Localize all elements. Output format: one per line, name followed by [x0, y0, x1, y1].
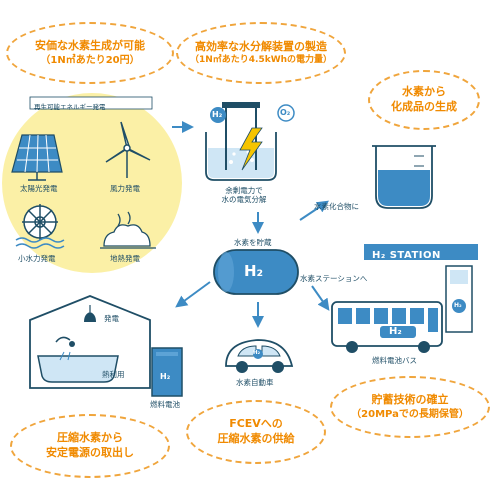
station-pump-label: H₂	[454, 302, 462, 309]
geothermal-icon	[100, 211, 156, 249]
arrow-to-chemicals	[299, 200, 329, 221]
hydro-label: 小水力発電	[18, 254, 56, 263]
car-label: H₂	[253, 350, 261, 356]
electrolyzer-caption-line1: 余剰電力で	[225, 186, 263, 195]
hydrogen-car-icon	[225, 339, 294, 373]
house-power-label: 発電	[104, 314, 119, 323]
bubble-chemicals-line2: 化成品の生成	[391, 100, 457, 113]
electrolyzer-o2-badge: O₂	[280, 108, 291, 117]
bubble-fcev-line1: FCEVへの	[229, 417, 283, 431]
storage-caption: 水素を貯蔵	[234, 238, 272, 247]
fuel-cell-icon	[151, 347, 183, 397]
station-caption: 水素ステーションへ	[300, 274, 368, 283]
fuel-cell-bus-icon	[331, 301, 443, 353]
car-caption: 水素自動車	[236, 378, 274, 387]
geothermal-label: 地熱発電	[110, 254, 140, 263]
bubble-electrolysis-line1: 高効率な水分解装置の製造	[195, 39, 327, 53]
bubble-stable-power-line1: 圧縮水素から	[57, 431, 123, 445]
house-icon	[29, 295, 151, 389]
h2-station-icon	[364, 244, 478, 333]
bus-label: H₂	[389, 326, 402, 337]
bubble-cheap-production-line2: （1N㎥あたり20円）	[40, 54, 140, 66]
bus-caption: 燃料電池バス	[372, 356, 417, 365]
chemical-container-icon	[372, 145, 436, 209]
tank-label: H₂	[244, 262, 264, 280]
electrolyzer-h2-badge: H₂	[212, 110, 223, 119]
renewables-title: 再生可能エネルギー発電	[34, 103, 106, 111]
hydrogen-tank-icon	[213, 249, 299, 295]
bubble-fcev-line2: 圧縮水素の供給	[217, 432, 295, 445]
house-heat-label: 熱利用	[102, 370, 125, 379]
electrolyzer-caption: 余剰電力で 水の電気分解	[212, 186, 276, 205]
water-wheel-icon	[15, 204, 65, 249]
bubble-chemicals: 水素から 化成品の生成	[368, 70, 480, 130]
station-sign: H₂ STATION	[372, 250, 441, 261]
bubble-stable-power-line2: 安定電源の取出し	[46, 446, 134, 459]
wind-label: 風力発電	[110, 184, 140, 193]
renewables-title-box	[29, 96, 153, 110]
bubble-cheap-production: 安価な水素生成が可能 （1N㎥あたり20円）	[6, 22, 174, 84]
bubble-storage-tech-line1: 貯蓄技術の確立	[371, 392, 449, 406]
fuel-cell-label: 燃料電池	[150, 400, 180, 409]
bubble-stable-power: 圧縮水素から 安定電源の取出し	[10, 414, 170, 478]
electrolyzer-icon	[205, 102, 295, 181]
bubble-chemicals-line1: 水素から	[402, 85, 446, 99]
solar-label: 太陽光発電	[20, 184, 58, 193]
bubble-electrolysis-line2: （1N㎥あたり4.5kWhの電力量）	[189, 55, 333, 66]
chemical-compounds-caption: 水素化合物に	[314, 202, 359, 211]
bubble-storage-tech: 貯蓄技術の確立 （20MPaでの長期保管）	[330, 376, 490, 438]
fuel-cell-badge: H₂	[160, 372, 171, 381]
bubble-cheap-production-line1: 安価な水素生成が可能	[35, 38, 145, 52]
bubble-storage-tech-line2: （20MPaでの長期保管）	[351, 408, 469, 420]
solar-panel-icon	[11, 134, 63, 181]
wind-turbine-icon	[105, 121, 151, 178]
bubble-electrolysis: 高効率な水分解装置の製造 （1N㎥あたり4.5kWhの電力量）	[176, 22, 346, 84]
electrolyzer-caption-line2: 水の電気分解	[221, 195, 267, 205]
bubble-fcev: FCEVへの 圧縮水素の供給	[186, 400, 326, 464]
arrow-to-house	[175, 281, 211, 308]
arrow-to-bus	[311, 285, 330, 311]
